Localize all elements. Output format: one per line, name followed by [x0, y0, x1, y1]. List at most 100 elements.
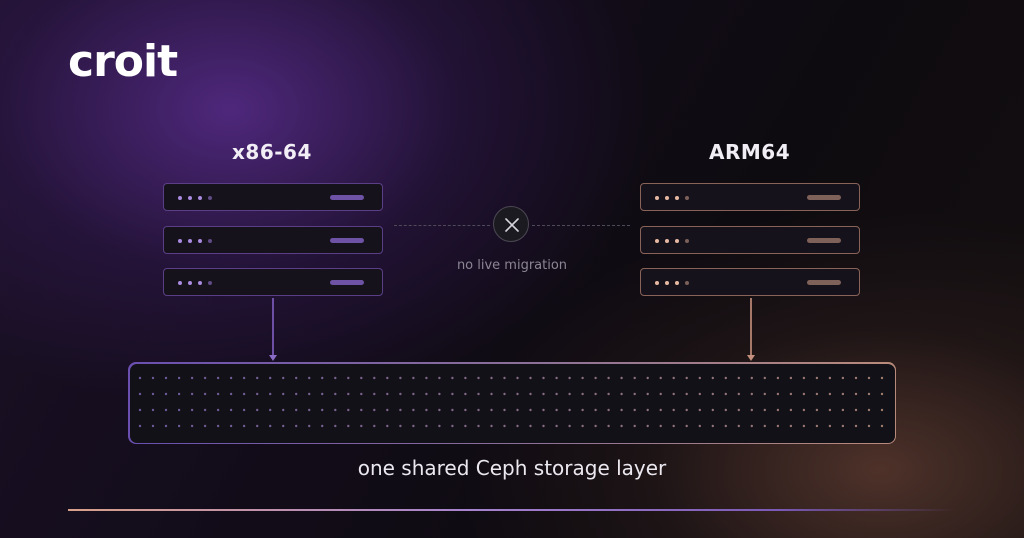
- storage-dot: [554, 392, 558, 395]
- storage-dot: [854, 392, 857, 395]
- storage-dot: [333, 376, 336, 379]
- storage-dot: [138, 408, 141, 411]
- storage-dot: [398, 376, 402, 379]
- storage-dot: [268, 424, 271, 427]
- storage-dot: [502, 376, 506, 379]
- storage-dot: [685, 376, 688, 379]
- storage-dot: [672, 392, 675, 395]
- storage-dot: [216, 424, 219, 427]
- storage-dot: [685, 408, 688, 411]
- storage-dot: [437, 376, 441, 379]
- storage-dot: [177, 392, 180, 395]
- storage-dot: [646, 424, 649, 427]
- storage-dot: [359, 408, 362, 411]
- storage-dot: [216, 408, 219, 411]
- storage-dot: [268, 408, 271, 411]
- storage-dot: [203, 392, 206, 395]
- arm64-server-1: [640, 183, 860, 211]
- storage-dot: [515, 392, 519, 395]
- storage-dot: [789, 392, 792, 395]
- storage-dot: [398, 424, 402, 427]
- storage-dot: [528, 408, 532, 411]
- storage-dot: [724, 424, 727, 427]
- storage-dot: [151, 392, 154, 395]
- storage-dot: [763, 408, 766, 411]
- storage-dot: [164, 424, 167, 427]
- storage-dot: [711, 392, 714, 395]
- storage-dot: [867, 408, 870, 411]
- storage-dot: [724, 408, 727, 411]
- storage-dot: [229, 376, 232, 379]
- storage-dot: [593, 376, 597, 379]
- storage-dot: [659, 392, 662, 395]
- storage-dot: [867, 376, 870, 379]
- storage-dot: [685, 392, 688, 395]
- storage-dot: [646, 392, 649, 395]
- storage-dot: [359, 424, 362, 427]
- storage-dot: [880, 424, 883, 427]
- storage-dot: [711, 424, 714, 427]
- storage-dot: [880, 392, 883, 395]
- storage-dot: [619, 376, 623, 379]
- storage-dot: [476, 376, 480, 379]
- dashed-connector-right: [532, 225, 630, 226]
- dashed-connector-left: [394, 225, 490, 226]
- storage-dot: [867, 392, 870, 395]
- storage-dot: [698, 392, 701, 395]
- x86-server-1: [163, 183, 383, 211]
- storage-dot: [528, 376, 532, 379]
- storage-dot: [619, 408, 623, 411]
- storage-dot: [242, 392, 245, 395]
- storage-dot: [281, 408, 284, 411]
- storage-dot: [619, 424, 623, 427]
- storage-dot-grid: [138, 376, 883, 427]
- storage-dot: [554, 424, 558, 427]
- storage-dot: [593, 392, 597, 395]
- storage-dot: [320, 408, 323, 411]
- storage-dot: [737, 376, 740, 379]
- storage-dot: [854, 424, 857, 427]
- storage-dot: [659, 376, 662, 379]
- storage-dot: [229, 424, 232, 427]
- storage-dot: [763, 424, 766, 427]
- storage-dot: [151, 408, 154, 411]
- storage-dot: [320, 392, 323, 395]
- storage-dot: [372, 392, 375, 395]
- storage-dot: [450, 392, 454, 395]
- storage-dot: [242, 376, 245, 379]
- storage-dot: [711, 408, 714, 411]
- storage-dot: [750, 376, 753, 379]
- storage-dot: [502, 424, 506, 427]
- arm64-connector-arrow: [747, 355, 755, 361]
- storage-dot: [633, 392, 636, 395]
- storage-dot: [685, 424, 688, 427]
- storage-dot: [815, 424, 818, 427]
- storage-dot: [633, 424, 636, 427]
- storage-dot: [151, 376, 154, 379]
- storage-dot: [255, 376, 258, 379]
- storage-dot: [294, 424, 297, 427]
- storage-dot: [815, 408, 818, 411]
- storage-dot: [398, 392, 402, 395]
- storage-dot: [294, 392, 297, 395]
- storage-dot: [242, 424, 245, 427]
- storage-dot: [190, 376, 193, 379]
- storage-dot: [437, 408, 441, 411]
- storage-dot: [307, 392, 310, 395]
- storage-dot: [307, 424, 310, 427]
- storage-dot: [606, 392, 610, 395]
- storage-dot: [776, 376, 779, 379]
- storage-dot: [177, 376, 180, 379]
- storage-dot: [854, 376, 857, 379]
- no-live-migration-label: no live migration: [456, 258, 568, 273]
- storage-dot: [633, 408, 636, 411]
- storage-dot: [880, 376, 883, 379]
- storage-dot: [489, 408, 493, 411]
- storage-dot: [619, 392, 623, 395]
- storage-dot: [841, 424, 844, 427]
- storage-dot: [867, 424, 870, 427]
- storage-dot: [320, 424, 323, 427]
- storage-dot: [646, 408, 649, 411]
- storage-dot: [450, 376, 454, 379]
- arm64-label: ARM64: [709, 140, 791, 164]
